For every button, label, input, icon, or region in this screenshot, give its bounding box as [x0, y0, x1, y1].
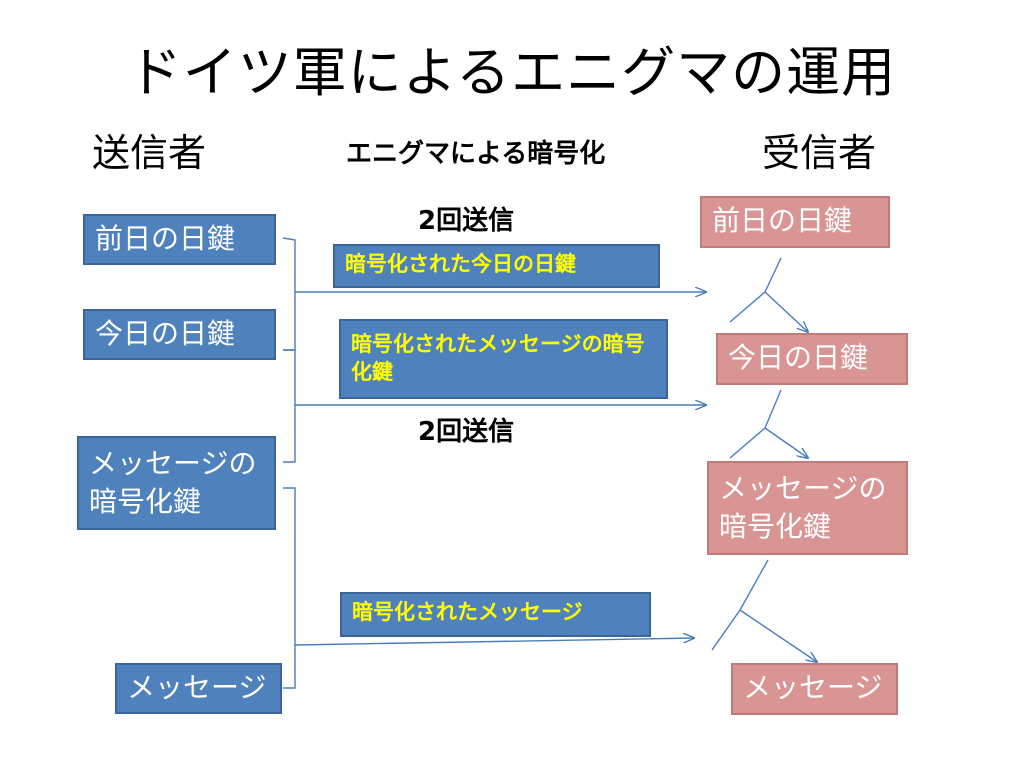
bracket-1	[282, 237, 296, 351]
receiver-previous-day-key: 前日の日鍵	[700, 196, 890, 248]
receiver-bracket-3	[711, 559, 769, 651]
encrypted-message-key: 暗号化されたメッセージの暗号化鍵	[339, 319, 668, 399]
sender-today-day-key: 今日の日鍵	[83, 309, 276, 360]
receiver-arrow-1	[764, 291, 808, 332]
sender-message-key: メッセージの暗号化鍵	[77, 436, 276, 530]
encrypted-message: 暗号化されたメッセージ	[340, 592, 651, 637]
send-twice-note-1: 2回送信	[418, 206, 515, 236]
sender-previous-day-key: 前日の日鍵	[83, 214, 276, 265]
encryption-heading: エニグマによる暗号化	[346, 139, 606, 169]
sender-message: メッセージ	[115, 663, 282, 714]
receiver-bracket-1	[729, 257, 782, 323]
encrypted-today-key: 暗号化された今日の日鍵	[333, 244, 660, 288]
receiver-bracket-2	[729, 389, 782, 459]
receiver-today-day-key: 今日の日鍵	[716, 333, 908, 385]
receiver-heading: 受信者	[762, 131, 877, 175]
receiver-message: メッセージ	[731, 663, 898, 715]
sender-heading: 送信者	[92, 131, 207, 175]
arrow-3	[294, 638, 694, 646]
receiver-arrow-2	[764, 427, 808, 458]
receiver-message-key: メッセージの暗号化鍵	[707, 461, 908, 555]
send-twice-note-2: 2回送信	[418, 417, 515, 447]
slide-title: ドイツ軍によるエニグマの運用	[127, 41, 897, 104]
receiver-arrow-3	[739, 609, 817, 662]
bracket-2	[283, 349, 296, 463]
bracket-3	[283, 487, 296, 689]
